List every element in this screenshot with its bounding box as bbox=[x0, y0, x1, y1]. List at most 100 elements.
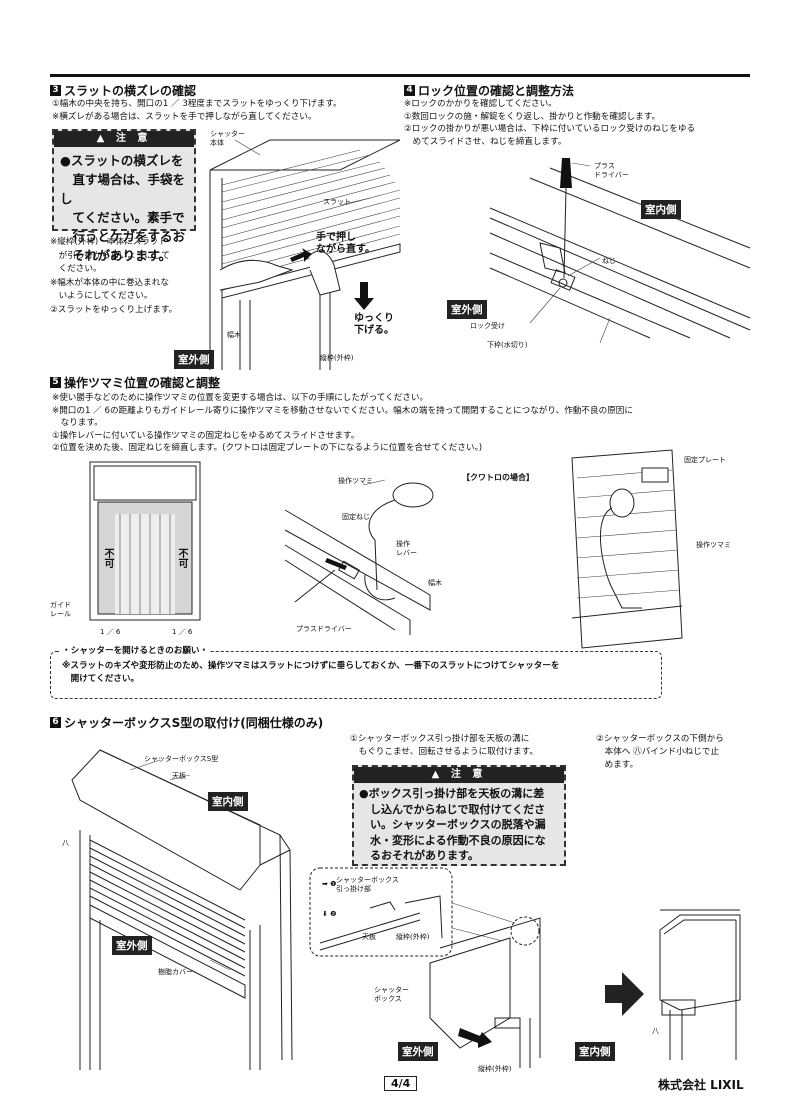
label-one-sixth-right: 1 ／ 6 bbox=[172, 628, 193, 636]
s4-lock-illustration bbox=[489, 158, 751, 344]
s3-caution-box: ▲ 注 意 ●スラットの横ズレを 直す場合は、手袋をし てください。素手で 行う… bbox=[52, 129, 196, 263]
s6-detail-inset bbox=[309, 867, 541, 1068]
label-guide-rail: ガイド レール bbox=[50, 601, 71, 618]
text-line: めます。 bbox=[596, 760, 639, 770]
section-5-title: 5 操作ツマミ位置の確認と調整 bbox=[50, 374, 220, 391]
caution-line: 直す場合は、手袋をし bbox=[60, 172, 186, 206]
label-shutter-body: シャッター 本体 bbox=[210, 130, 245, 147]
top-rule bbox=[50, 74, 750, 77]
note-line: ②スラットをゆっくり上げます。 bbox=[50, 304, 178, 315]
text-line: ※開口の1 ／ 6の距離よりもガイドレール寄りに操作ツマミを移動させないでくださ… bbox=[52, 405, 633, 416]
text-line: もぐりこませ、回転させるように取付けます。 bbox=[350, 747, 538, 757]
s3-shutter-illustration bbox=[209, 139, 401, 370]
label-one-sixth-left: 1 ／ 6 bbox=[100, 628, 121, 636]
label-inside-lower: 室内側 bbox=[575, 1042, 615, 1061]
text-line: 本体へ ㊇バインド小ねじで止 bbox=[596, 747, 720, 757]
request-title: ・シャッターを開けるときのお願い・ bbox=[60, 645, 211, 658]
section-3-title: 3 スラットの横ズレの確認 bbox=[50, 82, 196, 99]
page-number: 4/4 bbox=[384, 1076, 418, 1091]
label-outside-lower: 室外側 bbox=[398, 1042, 438, 1061]
section-heading: シャッターボックスS型の取付け(同梱仕様のみ) bbox=[64, 716, 324, 730]
text-line: ②シャッターボックスの下側から bbox=[596, 734, 724, 744]
label-screw: ねじ bbox=[602, 257, 616, 265]
label-outside: 室外側 bbox=[174, 350, 214, 369]
note-line: いようにしてください。 bbox=[50, 291, 153, 301]
note-line: ※幅木が本体の中に巻込まれな bbox=[50, 277, 169, 288]
label-inside: 室内側 bbox=[208, 792, 248, 811]
label-inside: 室内側 bbox=[641, 200, 681, 219]
s6-shutter-box-illustration bbox=[71, 749, 293, 1070]
label-not-allowed-left: 不可 bbox=[102, 548, 113, 568]
caution-text: ●スラットの横ズレを 直す場合は、手袋をし てください。素手で 行うとケガをする… bbox=[54, 147, 194, 269]
caution-line: 水・変形による作動不良の原因にな bbox=[359, 833, 546, 847]
label-hachi-right: 八 bbox=[652, 1027, 659, 1035]
note-line: ※縦枠(外枠)・本体にスラット bbox=[50, 237, 168, 247]
s6-step2: ②シャッターボックスの下側から 本体へ ㊇バインド小ねじで止 めます。 bbox=[596, 733, 724, 772]
caution-line: ●ボックス引っ掛け部を天板の溝に差 bbox=[359, 787, 545, 800]
section-number: 3 bbox=[50, 85, 61, 96]
label-sill: 下枠(水切り) bbox=[487, 341, 528, 349]
label-hachi: 八 bbox=[62, 839, 69, 847]
label-quattro: 【クワトロの場合】 bbox=[462, 473, 534, 482]
section-4-title: 4 ロック位置の確認と調整方法 bbox=[404, 82, 574, 99]
label-fix-plate: 固定プレート bbox=[684, 456, 726, 464]
text-line: ①シャッターボックス引っ掛け部を天板の溝に bbox=[350, 734, 530, 744]
label-push-by-hand: 手で押し ながら直す。 bbox=[316, 232, 375, 255]
label-frame-lower: 縦枠(外枠) bbox=[478, 1065, 512, 1073]
request-title-text: シャッターを開けるときのお願い bbox=[70, 646, 200, 656]
label-slat: スラット bbox=[323, 198, 351, 206]
s3-line1: ①幅木の中央を持ち、開口の1 ／ 3程度までスラットをゆっくり下げます。 bbox=[52, 99, 342, 109]
caution-line: し込んでからねじで取付けてくださ bbox=[359, 802, 546, 816]
text-line: ①数回ロックの施・解錠をくり返し、掛かりと作動を確認します。 bbox=[404, 111, 661, 122]
section-6-title: 6 シャッターボックスS型の取付け(同梱仕様のみ) bbox=[50, 714, 323, 731]
label-top-board-detail: 天板 bbox=[362, 933, 376, 941]
s6-step1: ①シャッターボックス引っ掛け部を天板の溝に もぐりこませ、回転させるように取付け… bbox=[350, 733, 538, 759]
company-name: 株式会社 LIXIL bbox=[658, 1078, 744, 1092]
request-box bbox=[50, 651, 662, 699]
label-knob: 操作ツマミ bbox=[338, 477, 373, 485]
section-heading: スラットの横ズレの確認 bbox=[64, 84, 197, 98]
label-outside: 室外側 bbox=[112, 936, 152, 955]
s6-caution-box: ▲ 注 意 ●ボックス引っ掛け部を天板の溝に差 し込んでからねじで取付けてくださ… bbox=[352, 765, 566, 866]
note-line: ください。 bbox=[50, 264, 102, 274]
label-outside: 室外側 bbox=[447, 300, 487, 319]
label-driver: プラス ドライバー bbox=[594, 162, 629, 179]
label-slowly-lower: ゆっくり 下げる。 bbox=[354, 313, 394, 336]
text-line: ①操作レバーに付いている操作ツマミの固定ねじをゆるめてスライドさせます。 bbox=[52, 430, 360, 441]
label-resin-cover: 樹脂カバー bbox=[158, 968, 193, 976]
s6-install-diagram bbox=[605, 909, 741, 1060]
section-heading: ロック位置の確認と調整方法 bbox=[418, 84, 575, 98]
text-line: 開けてください。 bbox=[62, 673, 140, 684]
section-number: 6 bbox=[50, 717, 61, 728]
s3-notes: ※縦枠(外枠)・本体にスラット が引っ掛からないようにして ください。 ※幅木が… bbox=[50, 236, 177, 317]
step-number: ❷ bbox=[330, 910, 337, 918]
section-heading: 操作ツマミ位置の確認と調整 bbox=[64, 376, 221, 390]
label-frame-detail: 縦枠(外枠) bbox=[396, 933, 430, 941]
s3-line2: ※横ズレがある場合は、スラットを手で押しながら直してください。 bbox=[52, 112, 317, 122]
text-line: ※使い勝手などのために操作ツマミの位置を変更する場合は、以下の手順にしたがってく… bbox=[52, 393, 429, 403]
label-fix-screw: 固定ねじ bbox=[342, 513, 370, 521]
caution-line: てください。素手で bbox=[60, 210, 185, 225]
section-number: 4 bbox=[404, 85, 415, 96]
label-shutter-box-s: シャッターボックスS型 bbox=[144, 755, 219, 763]
text-line: なります。 bbox=[52, 418, 103, 428]
caution-line: 行うとケガをするお bbox=[60, 229, 186, 244]
label-frame: 縦枠(外枠) bbox=[320, 354, 354, 362]
label-not-allowed-right: 不可 bbox=[176, 548, 187, 568]
warning-icon: ▲ bbox=[96, 133, 109, 144]
caution-line: それがあります。 bbox=[60, 248, 172, 263]
label-knob-quattro: 操作ツマミ bbox=[696, 541, 731, 549]
note-line: が引っ掛からないようにして bbox=[50, 250, 170, 261]
label-habaki: 幅木 bbox=[227, 331, 241, 339]
label-lever: 操作 レバー bbox=[396, 540, 417, 557]
text-line: めてスライドさせ、ねじを締直します。 bbox=[404, 136, 567, 147]
label-habaki: 幅木 bbox=[428, 579, 442, 587]
label-plus-driver: プラスドライバー bbox=[296, 625, 352, 633]
label-shutter-box: シャッター ボックス bbox=[374, 986, 409, 1003]
text-line: ※ロックのかかりを確認してください。 bbox=[404, 99, 557, 109]
s5-lever-diagram bbox=[284, 479, 434, 635]
request-lines: ※スラットのキズや変形防止のため、操作ツマミはスラットにつけずに垂らしておくか、… bbox=[62, 660, 560, 685]
s4-lines: ※ロックのかかりを確認してください。 ①数回ロックの施・解錠をくり返し、掛かりと… bbox=[404, 98, 695, 148]
caution-header: ▲ 注 意 bbox=[354, 767, 564, 783]
label-lock-receiver: ロック受け bbox=[470, 322, 505, 330]
